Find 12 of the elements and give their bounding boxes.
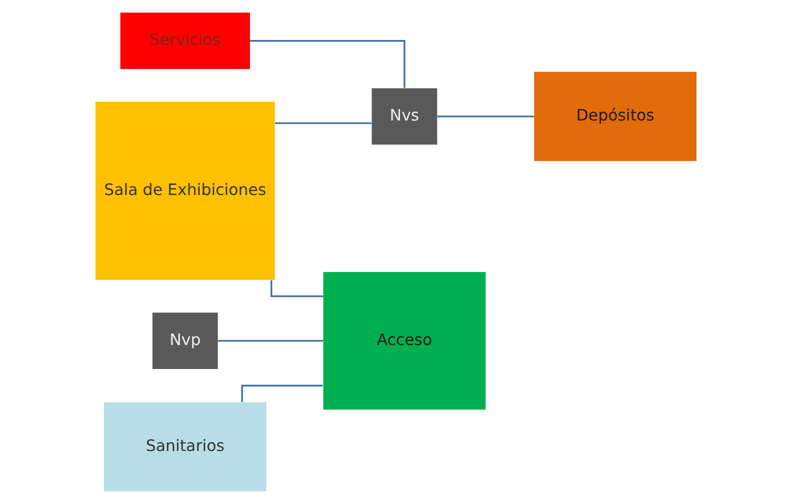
node-box: Servicios: [120, 12, 250, 70]
connector: [274, 122, 372, 124]
node-box: Sanitarios: [104, 402, 266, 492]
connector: [437, 116, 534, 118]
node-box: Sala de Exhibiciones: [96, 102, 275, 280]
node-box: Acceso: [323, 272, 486, 410]
connector: [241, 384, 323, 402]
node-box: Nvs: [372, 88, 438, 145]
connector: [250, 40, 406, 88]
node-box: Depósitos: [534, 72, 696, 161]
node-box: Nvp: [152, 312, 218, 369]
connector: [218, 340, 324, 342]
